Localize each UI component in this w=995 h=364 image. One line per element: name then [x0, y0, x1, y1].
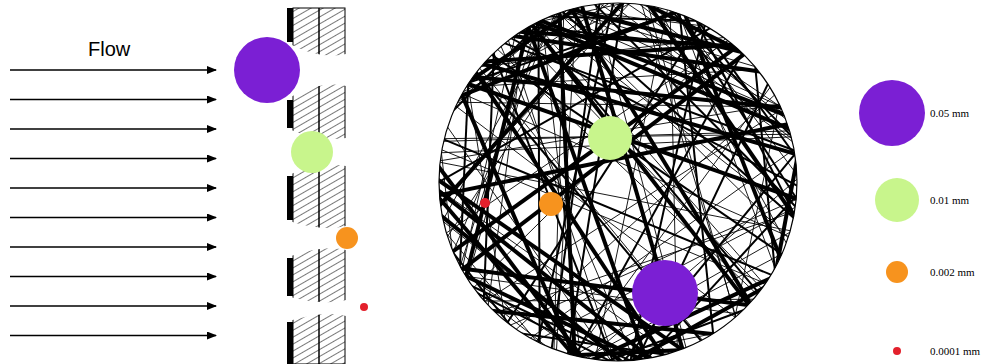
fibre [467, 284, 635, 363]
fibre [647, 2, 796, 219]
flow-arrow [10, 246, 216, 248]
fibre [446, 124, 614, 364]
legend-text: 0.05 mm [930, 106, 969, 120]
legend-text: 0.01 mm [930, 193, 969, 207]
flow-label: Flow [88, 38, 130, 61]
fibre [462, 276, 743, 315]
fibre [439, 214, 624, 364]
flow-arrow [10, 158, 216, 160]
fibre [564, 350, 689, 356]
fibre [537, 0, 614, 345]
legend-text: 0.0001 mm [930, 344, 980, 358]
flow-arrow [10, 128, 216, 130]
fibre [471, 37, 727, 290]
fibre [437, 162, 793, 232]
legend-swatch [859, 80, 925, 146]
fibre-mesh [436, 0, 800, 364]
legend-swatch [886, 261, 908, 283]
flow-arrow [10, 187, 216, 189]
flow-arrows [10, 70, 216, 336]
fibre [466, 16, 543, 283]
fibre [442, 228, 542, 347]
flow-arrow [10, 276, 216, 278]
fibre [463, 69, 761, 87]
flow-arrow [10, 99, 216, 101]
flow-arrow [10, 217, 216, 219]
fibre [502, 42, 798, 151]
flow-arrow [10, 69, 216, 71]
fibre [460, 92, 792, 237]
fibre [530, 23, 750, 307]
fibre [684, 13, 782, 262]
fibre [581, 252, 786, 361]
fibre [447, 245, 516, 332]
fibre [452, 11, 557, 256]
flow-arrow [10, 305, 216, 307]
fibre [734, 99, 780, 322]
fibre [507, 37, 615, 364]
filter-cross-section [234, 8, 368, 364]
flow-arrow [10, 335, 216, 337]
legend-swatch [875, 178, 919, 222]
fibre [441, 10, 560, 224]
legend-swatch [893, 347, 901, 355]
legend-text: 0.002 mm [930, 265, 975, 279]
